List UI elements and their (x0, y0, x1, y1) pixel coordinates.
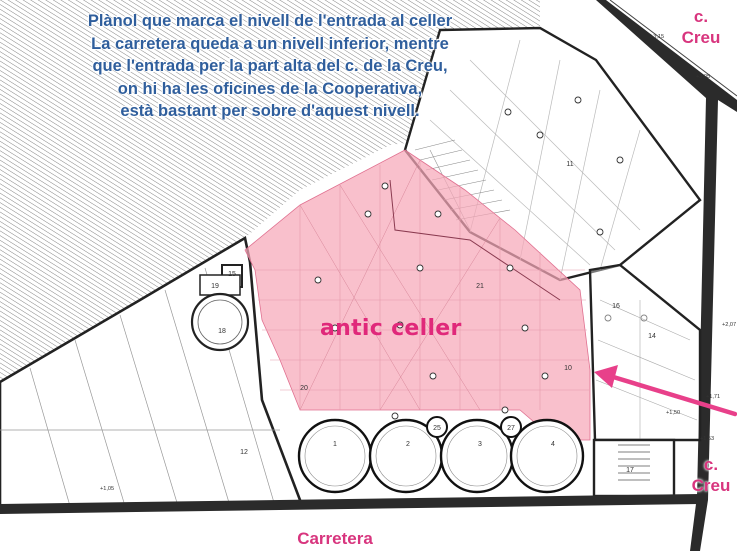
tank-1 (297, 418, 373, 494)
room-label-10: 10 (564, 365, 572, 372)
room-label-18: 18 (218, 328, 226, 335)
room-label-14: 14 (648, 333, 656, 340)
bottom-wall (0, 494, 700, 514)
room-label-16: 16 (612, 303, 620, 310)
annotation-line-4: on hi ha les oficines de la Cooperativa, (117, 79, 423, 98)
room-label-4: 4 (551, 441, 555, 448)
antic-celler-highlight (244, 149, 591, 441)
street-label-bottom: Carretera (297, 529, 373, 548)
tank-18 (190, 292, 250, 352)
room-14-area (588, 263, 702, 442)
street-label-top: c. Creu (666, 6, 736, 48)
room-19-box (199, 274, 241, 296)
entrance-arrow (594, 365, 737, 417)
room-label-19: 19 (211, 283, 219, 290)
room-14-grid (595, 299, 698, 440)
room-label-1: 1 (333, 441, 337, 448)
room-17-box (592, 438, 676, 498)
room-17-stairs (618, 444, 650, 481)
tank-4 (509, 418, 585, 494)
room-label-15: 15 (228, 271, 236, 278)
antic-celler-label: antic celler (320, 316, 462, 341)
annotation-line-2: La carretera queda a un nivell inferior,… (91, 34, 449, 53)
tank-18-inner (197, 299, 243, 345)
room-label-17: 17 (626, 467, 634, 474)
columns (314, 96, 648, 420)
outer-wall-right (596, 0, 737, 551)
street-right-name: Creu (691, 476, 731, 495)
street-label-right: c. Creu (676, 454, 737, 496)
annotation-line-3: que l'entrada per la part alta del c. de… (92, 57, 448, 76)
street-edge-line (609, 0, 737, 97)
street-right-prefix: c. (703, 455, 719, 474)
cellar-walls-internal (389, 179, 561, 301)
annotation-line-1: Plànol que marca el nivell de l'entrada … (87, 12, 453, 30)
level-marker-5: +1,50 (666, 410, 680, 416)
annotation-line-5: està bastant per sobre d'aquest nivell. (120, 102, 420, 121)
room-label-20: 20 (300, 385, 308, 392)
room-label-25: 25 (433, 425, 441, 432)
room-label-2: 2 (406, 441, 410, 448)
street-top-name: Creu (681, 28, 721, 47)
level-marker-6: +1,53 (700, 436, 714, 442)
tank-inner-rings (304, 425, 578, 487)
room-label-3: 3 (478, 441, 482, 448)
cellar-diagonals (299, 159, 501, 411)
level-marker-3: +2,07 (722, 322, 736, 328)
room-label-11: 11 (566, 161, 573, 168)
level-marker-7: +1,05 (100, 486, 114, 492)
tank-25 (426, 416, 448, 438)
tank-27 (500, 416, 522, 438)
level-marker-4: +1,71 (706, 394, 720, 400)
room-label-12: 12 (240, 449, 248, 456)
room-label-21: 21 (476, 283, 484, 290)
street-top-prefix: c. (693, 7, 709, 26)
wine-tanks (297, 416, 585, 494)
level-marker-2: +3,05 (696, 74, 710, 80)
cellar-grid (255, 160, 589, 410)
room-label-27: 27 (507, 425, 515, 432)
annotation-text: Plànol que marca el nivell de l'entrada … (0, 10, 540, 123)
upper-building-grid (429, 39, 641, 281)
hatched-terrain (0, 0, 540, 382)
level-marker-1: +3,15 (650, 34, 664, 40)
